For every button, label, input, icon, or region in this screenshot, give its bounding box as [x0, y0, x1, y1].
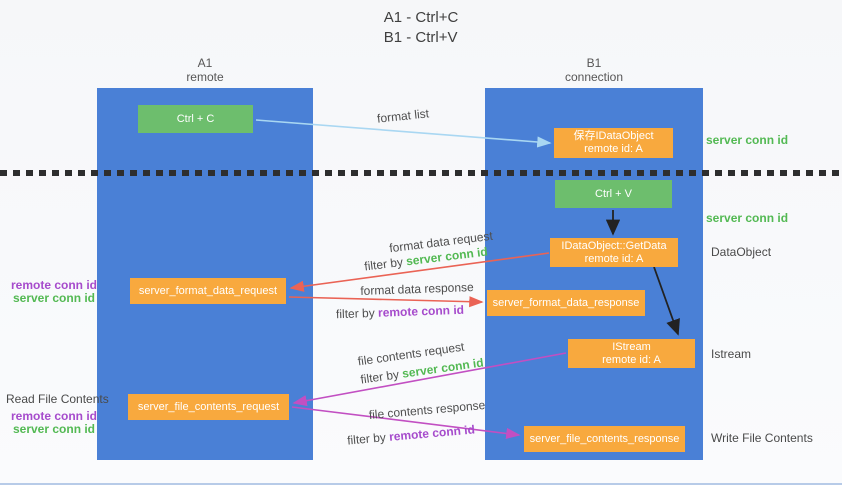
istream-line2: remote id: A [602, 353, 661, 366]
file-response-label: server_file_contents_response [529, 432, 680, 445]
save-idataobject-line1: 保存IDataObject [573, 130, 654, 142]
annotation-file-server-conn-id: server conn id [12, 422, 96, 436]
filter-remote-conn-id: remote conn id [377, 302, 465, 320]
filter-by-text: filter by [335, 305, 375, 322]
node-ctrl-v: Ctrl + V [555, 180, 672, 208]
annotation-file-conn-ids: remote conn id server conn id [8, 410, 100, 436]
lifeline-b-role: connection [564, 70, 624, 84]
label-filter-response-1: filter by remote conn id [336, 303, 464, 321]
save-idataobject-line2: remote id: A [584, 143, 643, 155]
annotation-write-file-contents: Write File Contents [711, 431, 813, 445]
filter-by-text: filter by [346, 430, 387, 448]
annotation-server-conn-id-mid: server conn id [706, 211, 789, 225]
annotation-dataobject: DataObject [711, 245, 772, 259]
annotation-istream: Istream [711, 347, 752, 361]
getdata-line2: remote id: A [584, 252, 644, 265]
file-request-label: server_file_contents_request [137, 400, 280, 413]
label-format-list: format list [376, 106, 430, 126]
title-line-2: B1 - Ctrl+V [383, 29, 458, 46]
annotation-file-remote-conn-id: remote conn id [10, 409, 97, 423]
node-server-file-contents-response: server_file_contents_response [524, 426, 685, 452]
node-istream: IStream remote id: A [568, 339, 695, 368]
annotation-format-remote-conn-id: remote conn id [10, 278, 97, 292]
lifeline-b-header: B1 connection [485, 56, 703, 84]
node-ctrl-c: Ctrl + C [138, 105, 253, 133]
annotation-format-conn-ids: remote conn id server conn id [8, 279, 100, 305]
annotation-format-server-conn-id: server conn id [12, 291, 96, 305]
lifeline-a-role: remote [186, 70, 224, 84]
bottom-edge-line [0, 483, 842, 485]
lifeline-a-id: A1 [197, 56, 213, 70]
dotted-divider [0, 170, 842, 176]
diagram-title: A1 - Ctrl+C B1 - Ctrl+V [0, 8, 842, 48]
title-line-1: A1 - Ctrl+C [383, 9, 459, 26]
lifeline-a-header: A1 remote [97, 56, 313, 84]
ctrl-c-label: Ctrl + C [176, 112, 215, 125]
label-format-data-response: format data response [360, 280, 474, 298]
lifeline-b-id: B1 [586, 56, 602, 70]
label-file-contents-response: file contents response [368, 397, 486, 423]
node-server-format-data-response: server_format_data_response [487, 290, 645, 316]
filter-by-text: filter by [359, 367, 400, 387]
node-save-idataobject: 保存IDataObject remote id: A [554, 128, 673, 158]
format-response-label: server_format_data_response [492, 296, 640, 309]
format-request-label: server_format_data_request [138, 284, 278, 297]
istream-line1: IStream [612, 340, 651, 353]
annotation-read-file-contents: Read File Contents [6, 392, 109, 406]
ctrl-v-label: Ctrl + V [595, 187, 632, 200]
getdata-line1: IDataObject::GetData [561, 239, 667, 252]
annotation-server-conn-id-top: server conn id [706, 133, 789, 147]
node-server-file-contents-request: server_file_contents_request [128, 394, 289, 420]
node-idataobject-getdata: IDataObject::GetData remote id: A [550, 238, 678, 267]
label-filter-response-2: filter by remote conn id [347, 422, 476, 447]
node-server-format-data-request: server_format_data_request [130, 278, 286, 304]
filter-remote-conn-id: remote conn id [388, 422, 476, 444]
filter-by-text: filter by [363, 254, 404, 274]
arrow-format-data-response [288, 296, 484, 308]
